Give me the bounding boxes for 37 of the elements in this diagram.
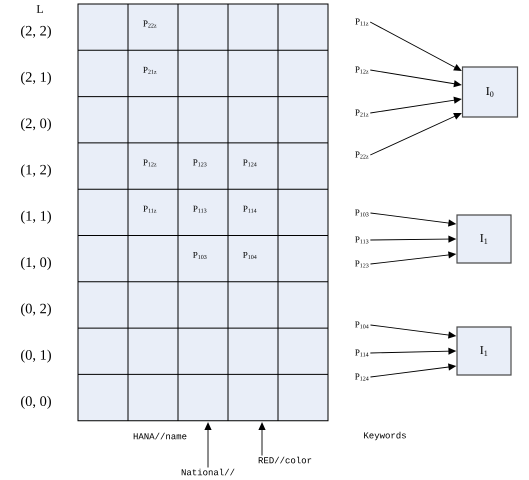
row-label: (2, 0) [21, 118, 51, 132]
index-box: I$_{1}$ [456, 214, 512, 264]
item-label: P$_{21z}$ [355, 110, 368, 116]
item-label: P$_{12z}$ [355, 66, 368, 74]
index-box: I$_{0}$ [462, 66, 518, 118]
cell-text: P$_{104}$ [243, 252, 257, 259]
cell-text: P$_{12z}$ [143, 159, 156, 166]
cell-text: P$_{103}$ [193, 252, 207, 259]
cell-text: P$_{21z}$ [143, 66, 156, 74]
axis-label: Keywords [364, 432, 406, 440]
item-label: P$_{124}$ [355, 374, 369, 380]
item-label: P$_{113}$ [355, 236, 368, 244]
row-label: (0, 0) [21, 396, 51, 409]
axis-label: L [36, 5, 43, 13]
row-label: (1, 1) [21, 210, 51, 224]
item-label: P$_{114}$ [355, 350, 369, 356]
item-label: P$_{22z}$ [355, 152, 368, 158]
item-label: National// [182, 468, 234, 476]
item-label: P$_{104}$ [355, 322, 369, 328]
item-label: P$_{103}$ [355, 210, 369, 216]
cell-text: P$_{22z}$ [143, 20, 156, 28]
row-label: (0, 2) [21, 303, 51, 316]
item-label: P$_{123}$ [355, 260, 369, 268]
cell-text: P$_{11z}$ [143, 206, 156, 213]
item-label: RED//color [258, 456, 312, 464]
row-label: (0, 1) [21, 350, 51, 363]
row-label: (2, 1) [21, 72, 51, 85]
index-box: I$_{1}$ [456, 326, 512, 376]
row-label: (1, 2) [21, 164, 51, 178]
cell-text: P$_{114}$ [243, 206, 257, 213]
cell-text: P$_{123}$ [193, 159, 207, 166]
cell-text: P$_{113}$ [193, 206, 206, 213]
row-label: (1, 0) [21, 256, 51, 270]
item-label: P$_{11z}$ [355, 18, 368, 26]
cell-text: P$_{124}$ [243, 159, 257, 166]
axis-label: HANA//name [134, 432, 186, 440]
row-label: (2, 2) [21, 25, 51, 39]
